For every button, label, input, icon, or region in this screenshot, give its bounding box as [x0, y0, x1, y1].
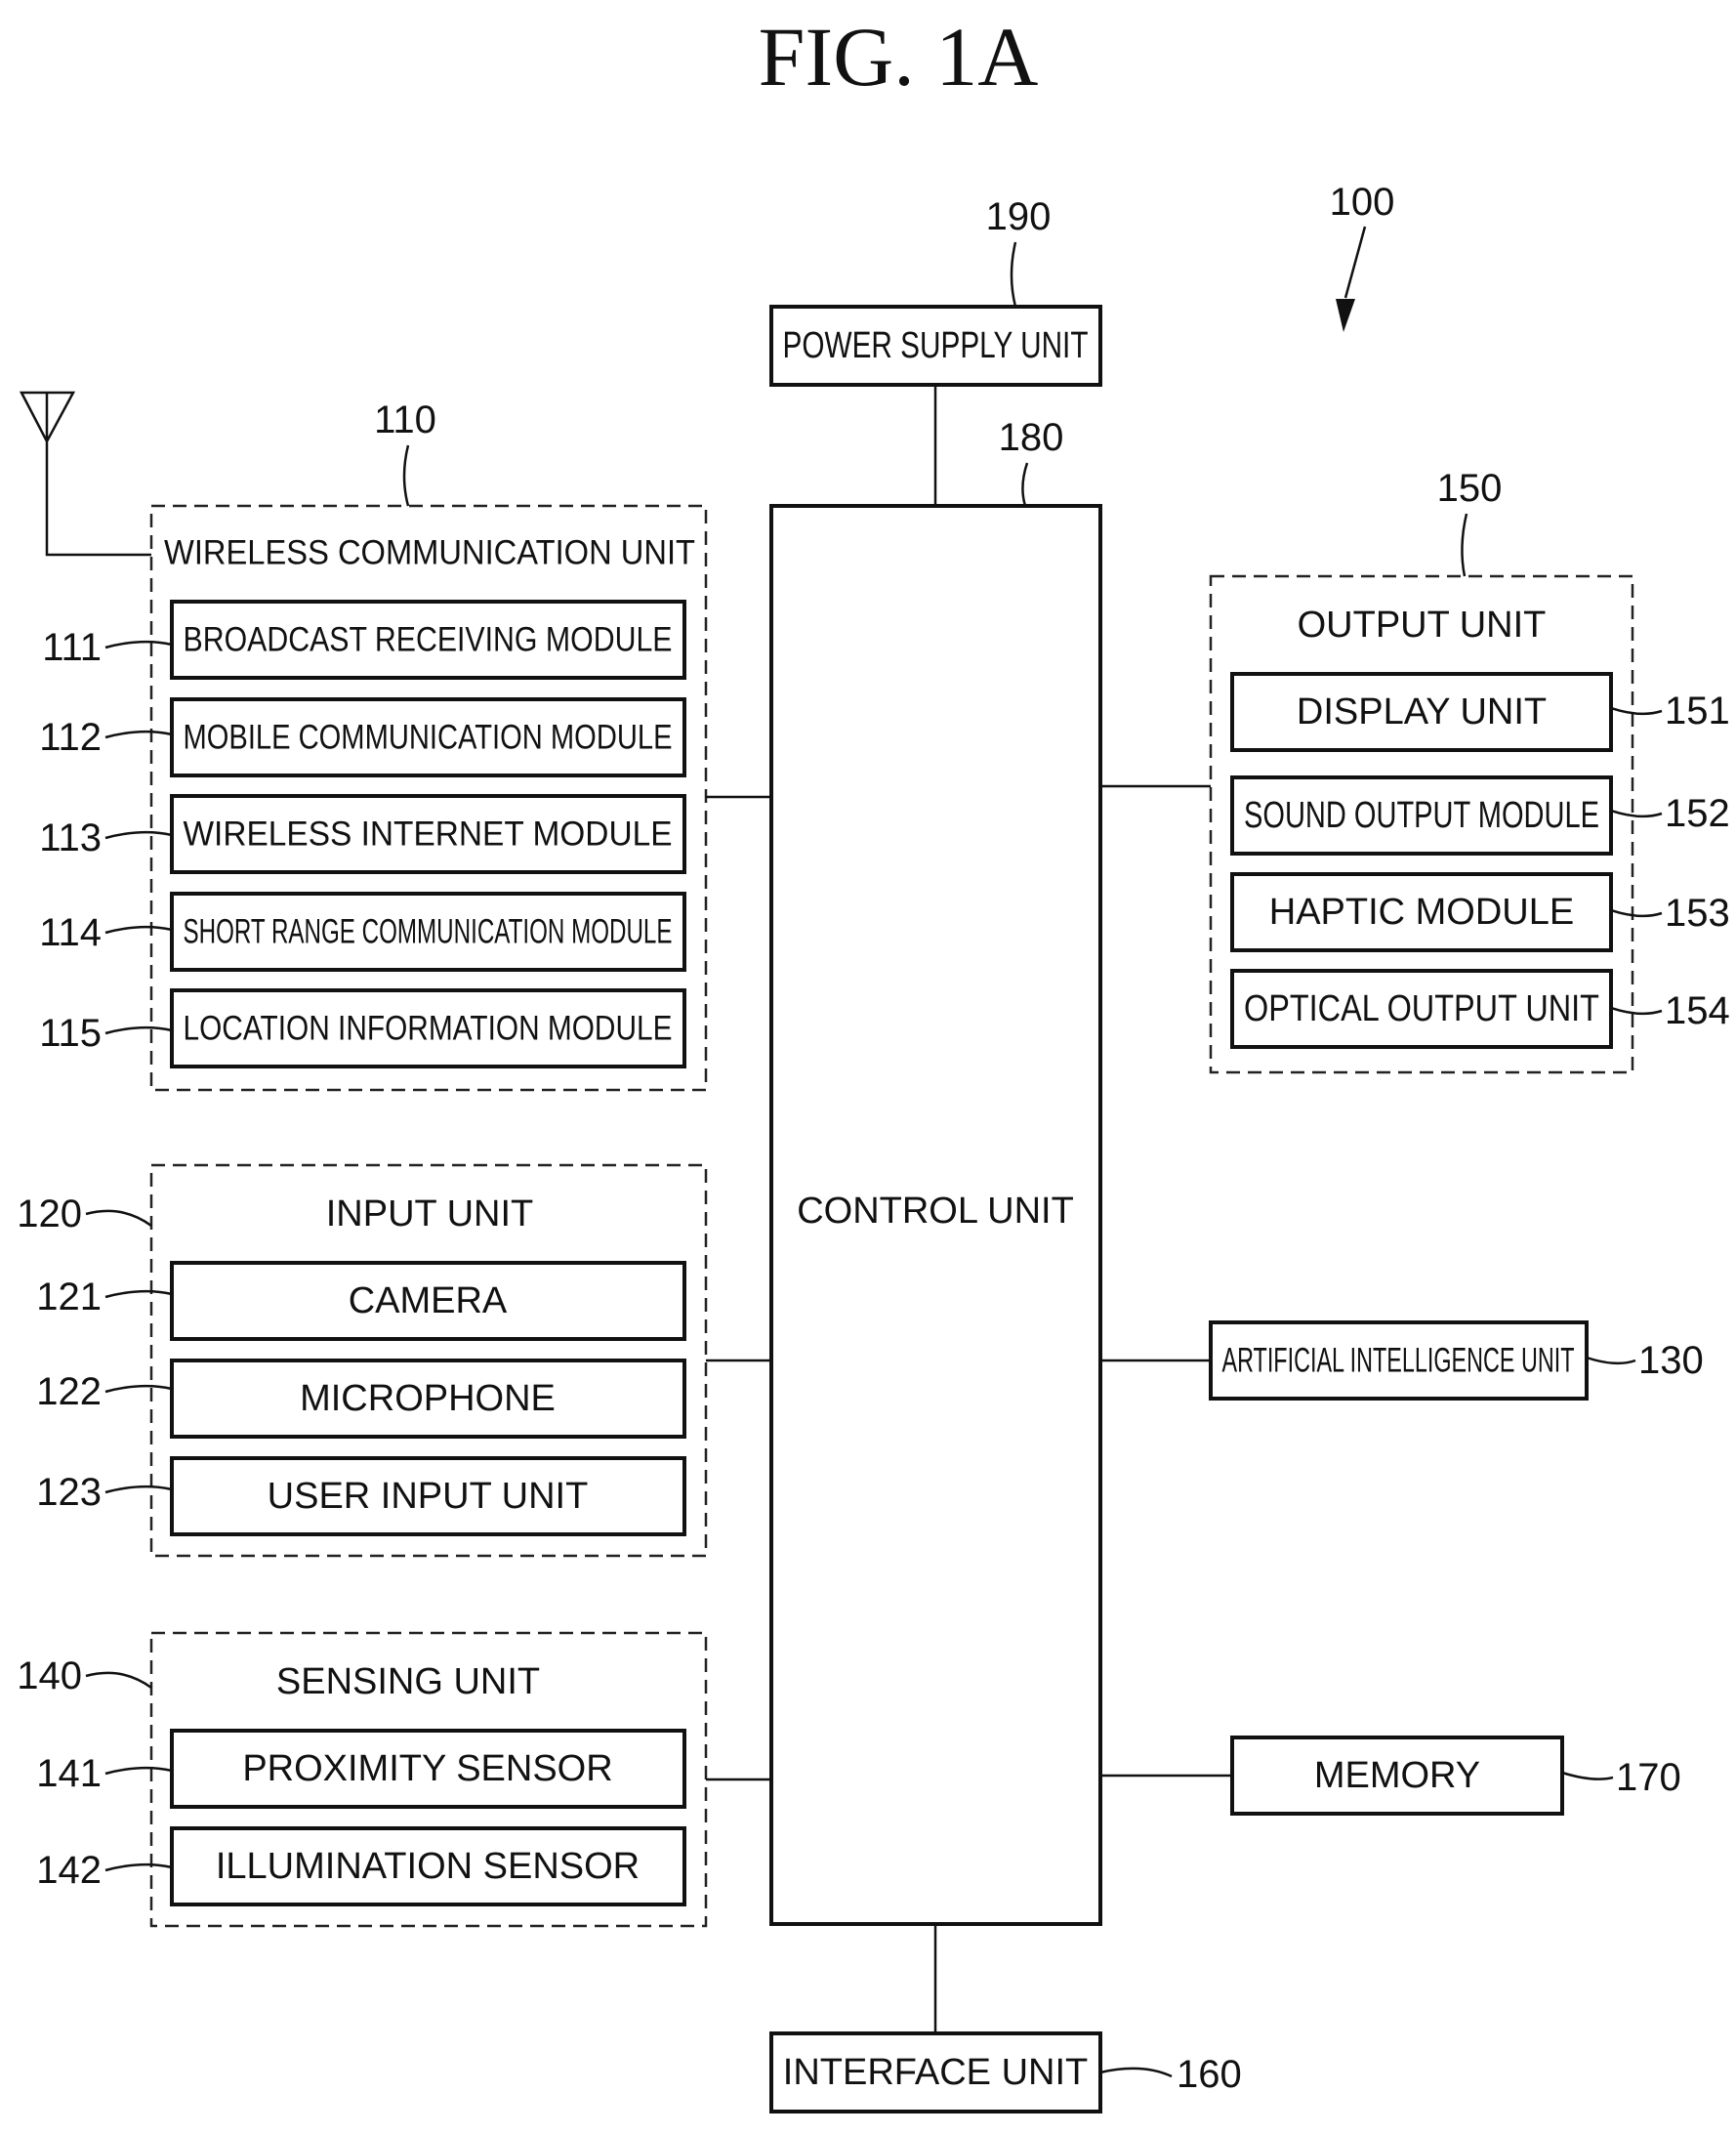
module-label: MOBILE COMMUNICATION MODULE — [184, 719, 673, 757]
module-leader — [1611, 910, 1662, 916]
control-unit-ref: 180 — [999, 416, 1064, 459]
module-ref: 151 — [1665, 690, 1730, 732]
module-leader — [1611, 708, 1662, 714]
module-label: WIRELESS INTERNET MODULE — [184, 816, 673, 854]
module-leader — [105, 1291, 172, 1297]
control-unit-leader — [1022, 463, 1027, 506]
output-group-leader — [1462, 514, 1467, 576]
output-group-ref: 150 — [1437, 467, 1503, 510]
module-ref: 154 — [1665, 989, 1730, 1032]
module-leader — [105, 1864, 172, 1870]
module-leader — [105, 732, 172, 737]
module-leader — [1611, 811, 1662, 816]
power-supply-ref: 190 — [986, 195, 1052, 238]
module-label: LOCATION INFORMATION MODULE — [184, 1010, 673, 1048]
sensing-group-leader — [86, 1673, 151, 1688]
figure-title: FIG. 1A — [759, 10, 1039, 104]
module-ref: 153 — [1665, 892, 1730, 935]
ai-unit-leader — [1587, 1358, 1635, 1363]
module-ref: 123 — [36, 1471, 102, 1514]
ai-unit-ref: 130 — [1638, 1339, 1704, 1382]
module-leader — [105, 1386, 172, 1392]
power-supply-leader — [1012, 242, 1015, 307]
sensing-group-label: SENSING UNIT — [276, 1661, 540, 1702]
memory-ref: 170 — [1616, 1756, 1681, 1799]
module-ref: 113 — [39, 816, 102, 859]
wireless-group-ref: 110 — [374, 398, 436, 441]
interface-unit-ref: 160 — [1177, 2053, 1242, 2096]
memory-leader — [1562, 1773, 1613, 1779]
memory-label: MEMORY — [1314, 1755, 1480, 1796]
power-supply-label: POWER SUPPLY UNIT — [783, 325, 1089, 366]
module-ref: 112 — [39, 716, 102, 759]
input-group-ref: 120 — [17, 1193, 82, 1235]
sensing-group-ref: 140 — [17, 1654, 82, 1697]
module-label: HAPTIC MODULE — [1269, 892, 1574, 933]
output-group-label: OUTPUT UNIT — [1298, 605, 1547, 646]
module-label: OPTICAL OUTPUT UNIT — [1244, 988, 1599, 1029]
module-leader — [105, 1768, 172, 1774]
antenna-icon — [21, 393, 151, 555]
module-ref: 122 — [36, 1370, 102, 1413]
module-ref: 111 — [42, 626, 102, 669]
module-label: MICROPHONE — [300, 1378, 556, 1419]
device-ref-arrowhead — [1336, 299, 1355, 332]
control-unit-label: CONTROL UNIT — [797, 1191, 1074, 1232]
device-ref: 100 — [1330, 181, 1395, 224]
interface-unit-leader — [1100, 2069, 1172, 2076]
module-label: PROXIMITY SENSOR — [242, 1748, 612, 1789]
interface-unit-label: INTERFACE UNIT — [783, 2052, 1088, 2093]
module-ref: 114 — [39, 911, 102, 954]
module-label: SOUND OUTPUT MODULE — [1244, 795, 1599, 836]
module-ref: 152 — [1665, 792, 1730, 835]
ai-unit-label: ARTIFICIAL INTELLIGENCE UNIT — [1222, 1342, 1575, 1380]
module-label: USER INPUT UNIT — [268, 1476, 589, 1517]
module-leader — [105, 927, 172, 933]
module-label: SHORT RANGE COMMUNICATION MODULE — [184, 913, 673, 951]
module-leader — [105, 1027, 172, 1033]
module-label: CAMERA — [349, 1280, 508, 1321]
module-label: DISPLAY UNIT — [1297, 691, 1547, 732]
wireless-group-leader — [404, 445, 408, 506]
module-ref: 115 — [39, 1012, 102, 1055]
module-leader — [105, 1486, 172, 1492]
module-ref: 121 — [36, 1276, 102, 1318]
module-leader — [1611, 1008, 1662, 1014]
wireless-group-label: WIRELESS COMMUNICATION UNIT — [164, 534, 695, 572]
module-label: ILLUMINATION SENSOR — [216, 1846, 640, 1887]
module-leader — [105, 832, 172, 838]
module-ref: 142 — [36, 1849, 102, 1892]
module-ref: 141 — [36, 1752, 102, 1795]
input-group-label: INPUT UNIT — [326, 1193, 534, 1234]
module-leader — [105, 642, 172, 648]
device-ref-leader — [1345, 227, 1365, 298]
input-group-leader — [86, 1211, 151, 1226]
module-label: BROADCAST RECEIVING MODULE — [184, 621, 673, 659]
